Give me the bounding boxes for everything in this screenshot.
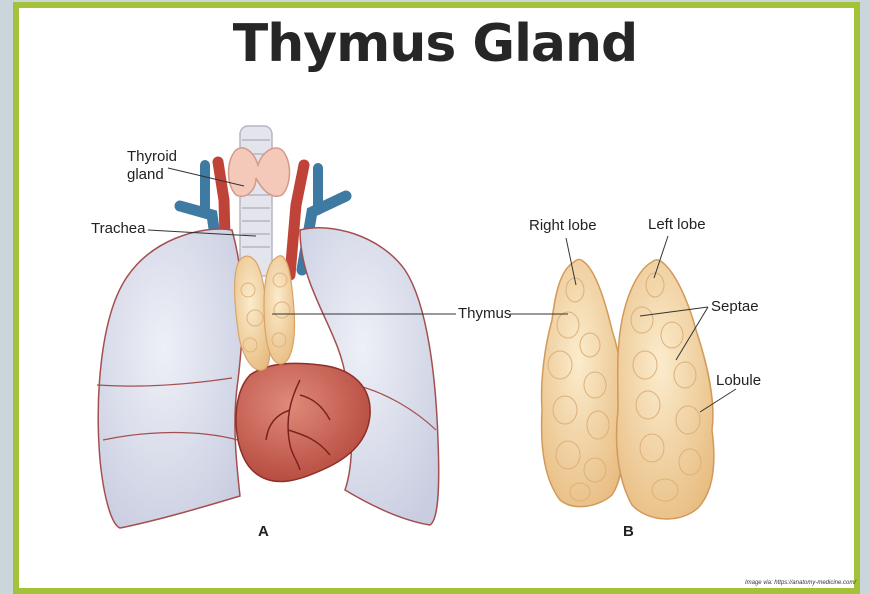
right-lung-illustration — [98, 229, 242, 528]
image-credit: Image via: https://anatomy-medicine.com/ — [745, 580, 856, 586]
label-left-lobe: Left lobe — [648, 216, 706, 234]
panel-label-a: A — [258, 523, 269, 540]
label-septae: Septae — [711, 298, 759, 316]
label-thymus: Thymus — [458, 305, 511, 323]
left-lobe-illustration — [617, 260, 714, 519]
label-trachea: Trachea — [91, 220, 145, 238]
label-thyroid-gland: Thyroid gland — [127, 148, 177, 184]
label-lobule: Lobule — [716, 372, 761, 390]
label-right-lobe: Right lobe — [529, 217, 597, 235]
panel-label-b: B — [623, 523, 634, 540]
thymus-isolated-illustration — [542, 259, 714, 519]
